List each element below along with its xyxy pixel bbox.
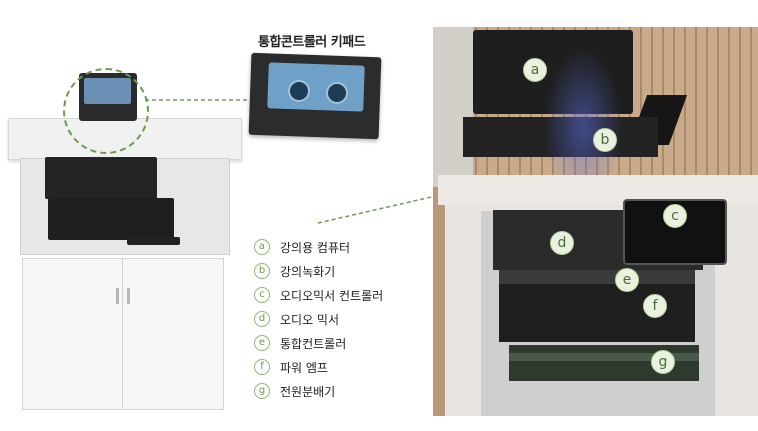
cabinet-lower-doors: [22, 258, 224, 410]
photo-badge-d: d: [550, 231, 574, 255]
legend-badge: a: [254, 239, 270, 255]
wall-corner: [433, 27, 473, 187]
cabinet-door-divider: [122, 258, 123, 408]
photo-badge-c: c: [663, 204, 687, 228]
legend-item: c 오디오믹서 컨트롤러: [254, 286, 383, 304]
legend-item: d 오디오 믹서: [254, 310, 339, 328]
cabinet-computer: [45, 157, 157, 199]
legend-item: g 전원분배기: [254, 382, 335, 400]
legend-label: 전원분배기: [280, 384, 336, 399]
rack-connector: [317, 194, 441, 224]
legend-badge: d: [254, 311, 270, 327]
legend-item: e 통합컨트롤러: [254, 334, 346, 352]
keypad-closeup-screen: [267, 62, 365, 112]
legend-badge: g: [254, 383, 270, 399]
legend-item: b 강의녹화기: [254, 262, 335, 280]
cabinet-recorder: [48, 198, 174, 240]
legend-badge: e: [254, 335, 270, 351]
cabinet-handle-right: [127, 288, 130, 304]
legend-badge: b: [254, 263, 270, 279]
keypad-highlight-circle: [63, 68, 149, 154]
keypad-knob-right: [326, 82, 348, 104]
photo-badge-e: e: [615, 268, 639, 292]
keypad-knob-left: [288, 80, 310, 102]
power-distributor-band: [509, 353, 699, 361]
legend-item: a 강의용 컴퓨터: [254, 238, 350, 256]
legend-label: 강의녹화기: [280, 264, 336, 279]
legend-label: 파워 엠프: [280, 360, 328, 375]
power-amp: [499, 284, 695, 342]
cabinet-keyboard: [127, 237, 180, 245]
rack-photo: a b c d e f g: [433, 27, 758, 416]
legend-item: f 파워 엠프: [254, 358, 328, 376]
legend-badge: f: [254, 359, 270, 375]
keypad-title: 통합콘트롤러 키패드: [258, 35, 366, 50]
legend-label: 강의용 컴퓨터: [280, 240, 351, 255]
cabinet-handle-left: [116, 288, 119, 304]
photo-badge-g: g: [651, 350, 675, 374]
photo-badge-f: f: [643, 294, 667, 318]
integrated-controller: [499, 270, 695, 284]
legend-label: 오디오 믹서: [280, 312, 340, 327]
legend-badge: c: [254, 287, 270, 303]
legend-label: 통합컨트롤러: [280, 336, 347, 351]
legend-label: 오디오믹서 컨트롤러: [280, 288, 384, 303]
photo-badge-a: a: [523, 58, 547, 82]
photo-badge-b: b: [593, 128, 617, 152]
